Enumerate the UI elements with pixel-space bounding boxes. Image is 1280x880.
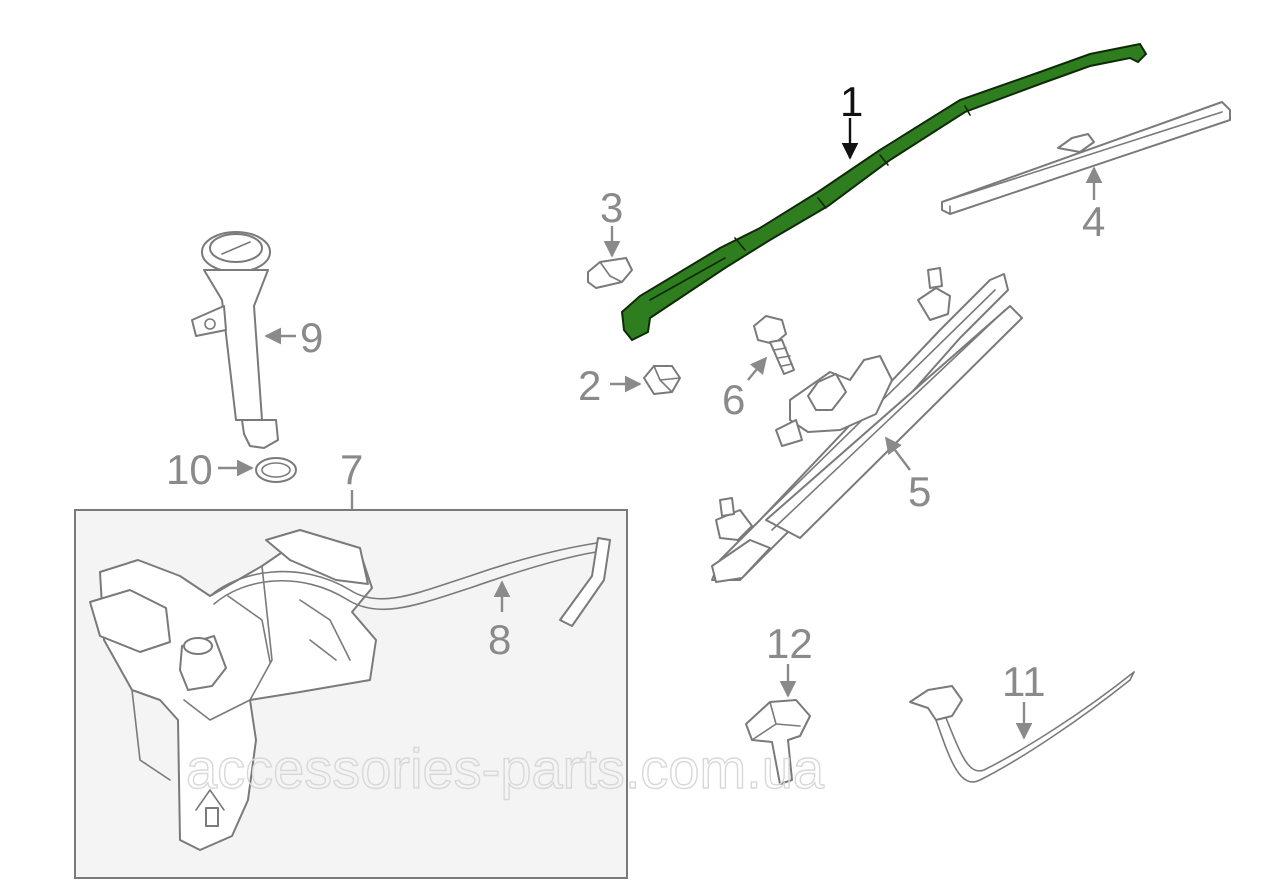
callout-3: 3	[600, 184, 623, 231]
callout-10: 10	[166, 446, 213, 493]
callout-5: 5	[908, 468, 931, 515]
watermark-text: accessories-parts.com.ua	[186, 737, 825, 800]
callout-4: 4	[1082, 198, 1105, 245]
arm-cap-part-3	[587, 257, 633, 289]
washer-nozzle-part-11	[909, 671, 1135, 783]
callout-2: 2	[578, 362, 601, 409]
washer-hose-part-8	[209, 537, 611, 627]
callout-7: 7	[340, 446, 363, 493]
washer-reservoir-part-7	[89, 529, 377, 851]
bolt-part-6	[753, 315, 795, 375]
callout-11: 11	[1002, 658, 1046, 705]
nozzle-clip-part-12	[745, 699, 811, 785]
callout-12: 12	[766, 620, 813, 667]
callout-6: 6	[722, 376, 745, 423]
o-ring-part-10	[255, 457, 297, 483]
nut-part-2	[643, 365, 681, 395]
callout-8: 8	[488, 616, 511, 663]
callout-1: 1	[840, 78, 863, 125]
callout-9: 9	[300, 314, 323, 361]
wiper-blade-part-4	[941, 101, 1231, 215]
wiper-arm-shape	[620, 42, 1148, 342]
wiper-arm-part-1	[620, 42, 1148, 342]
wiper-linkage-part-5	[711, 267, 1023, 583]
filler-neck-part-9	[191, 231, 279, 449]
